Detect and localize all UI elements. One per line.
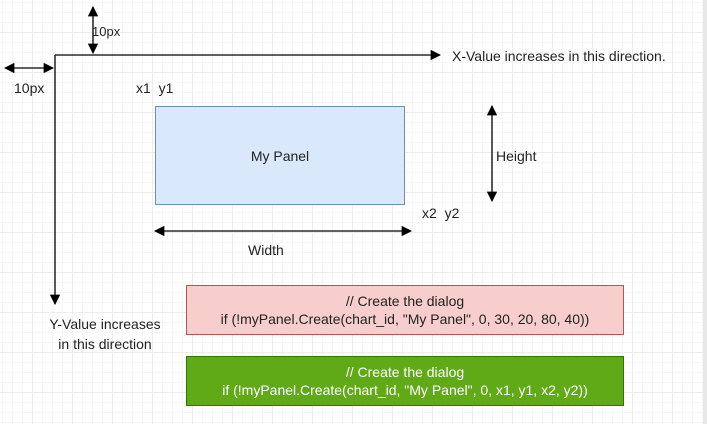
left-margin-label: 10px	[14, 80, 45, 96]
x-direction-label: X-Value increases in this direction.	[452, 48, 666, 64]
my-panel-box[interactable]: My Panel	[155, 106, 405, 205]
x1y1-label: x1 y1	[136, 80, 174, 96]
my-panel-label: My Panel	[250, 147, 310, 164]
code-comment: // Create the dialog	[345, 293, 465, 309]
code-line: if (!myPanel.Create(chart_id, "My Panel"…	[220, 311, 590, 327]
y-direction-line2: in this direction	[58, 336, 152, 352]
width-label: Width	[248, 242, 284, 258]
code-line: if (!myPanel.Create(chart_id, "My Panel"…	[222, 382, 588, 398]
x2y2-label: x2 y2	[422, 205, 460, 221]
code-comment: // Create the dialog	[345, 364, 465, 380]
top-margin-label: 10px	[92, 24, 121, 39]
y-direction-label: Y-Value increases in this direction	[40, 314, 170, 354]
height-label: Height	[496, 148, 537, 164]
code-block-variables[interactable]: // Create the dialog if (!myPanel.Create…	[186, 356, 624, 406]
scrollbar-edge	[703, 0, 707, 424]
code-block-numeric[interactable]: // Create the dialog if (!myPanel.Create…	[186, 285, 624, 335]
y-direction-line1: Y-Value increases	[49, 316, 161, 332]
